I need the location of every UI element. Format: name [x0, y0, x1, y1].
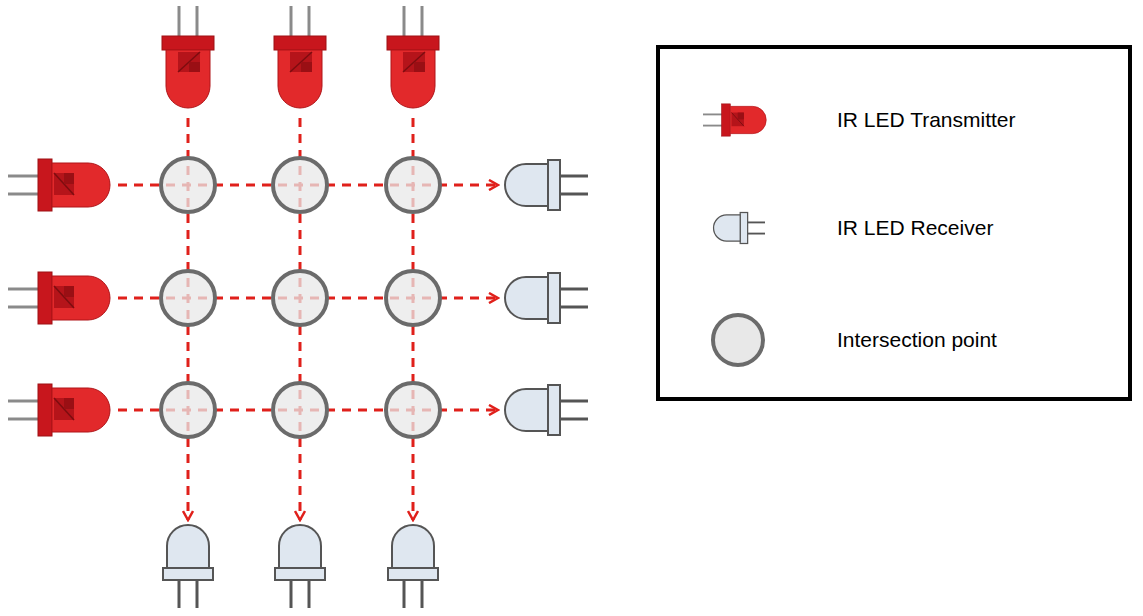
legend-label: IR LED Transmitter [835, 108, 1018, 132]
ir-receiver [505, 385, 588, 435]
ir-receiver [505, 273, 588, 323]
legend-transmitter-sample [703, 104, 766, 136]
intersection-point [273, 158, 327, 212]
ir-receiver [163, 525, 213, 608]
ir-receiver [388, 525, 438, 608]
ir-transmitter [274, 6, 326, 108]
intersection-point [161, 271, 215, 325]
legend-box [658, 47, 1130, 399]
intersection-points [161, 158, 440, 437]
intersection-point [386, 271, 440, 325]
intersection-point [386, 383, 440, 437]
intersection-point [161, 383, 215, 437]
legend-label: IR LED Receiver [835, 216, 995, 240]
ir-transmitter [8, 272, 110, 324]
ir-transmitter [8, 384, 110, 436]
intersection-point [273, 271, 327, 325]
legend-receiver-sample [714, 213, 765, 244]
ir-receiver [275, 525, 325, 608]
intersection-point [386, 158, 440, 212]
ir-transmitter [387, 6, 439, 108]
legend-label: Intersection point [835, 328, 999, 352]
ir-transmitter [162, 6, 214, 108]
intersection-point [161, 158, 215, 212]
ir-transmitter [8, 159, 110, 211]
ir-beams [118, 118, 498, 520]
ir-receiver [505, 160, 588, 210]
intersection-point [273, 383, 327, 437]
legend-intersection-sample [713, 315, 763, 365]
